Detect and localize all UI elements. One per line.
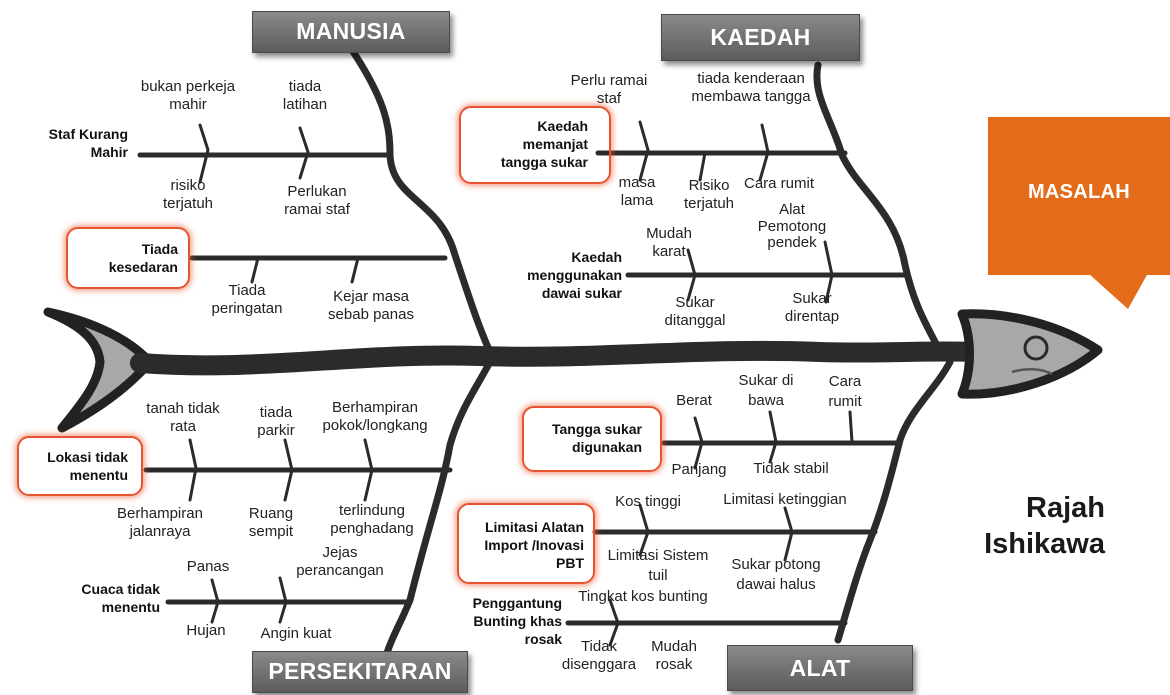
highlight-kaedah-memanjat: [459, 106, 611, 184]
tick: [198, 123, 210, 184]
highlight-tiada-kesedaran: [66, 227, 190, 289]
category-manusia: MANUSIA: [252, 11, 450, 53]
tick: [363, 438, 374, 502]
highlight-tangga-sukar: [522, 406, 662, 472]
fish-eye: [1023, 335, 1049, 361]
tick: [638, 120, 650, 182]
sub-angin-kuat: Angin kuat: [260, 625, 332, 642]
tick: [250, 256, 260, 284]
bone-alat: [834, 358, 954, 644]
sub-kos-tinggi: Kos tinggi: [615, 493, 681, 510]
tick: [608, 598, 620, 647]
tick: [210, 578, 220, 624]
tick: [283, 438, 294, 502]
highlight-lokasi-tidak-menentu: [17, 436, 143, 496]
fish-spine: [130, 340, 985, 376]
sub-tidak-stabil: Tidak stabil: [753, 460, 829, 477]
fish-head: [957, 309, 1103, 399]
category-persekitaran: PERSEKITARAN: [252, 651, 468, 693]
sub-tingkat-kos-bunting: Tingkat kos bunting: [578, 588, 708, 605]
tick: [823, 240, 834, 304]
diagram-title: Rajah Ishikawa: [950, 490, 1105, 562]
highlight-limitasi-alatan: [457, 503, 595, 584]
tick: [768, 410, 778, 464]
tick: [278, 576, 288, 624]
category-kaedah: KAEDAH: [661, 14, 860, 61]
sub-hujan: Hujan: [186, 622, 226, 639]
sub-panas: Panas: [186, 558, 230, 575]
problem-callout-tail: [1088, 273, 1148, 309]
sub-berat: Berat: [676, 392, 712, 409]
bone-manusia: [348, 46, 494, 356]
sub-limitasi-ketinggian: Limitasi ketinggian: [723, 491, 847, 508]
fish-mouth: [1011, 368, 1053, 376]
category-alat: ALAT: [727, 645, 913, 691]
sub-cara-rumit: Cara rumit: [743, 175, 814, 192]
tick: [698, 151, 707, 182]
title-line-2: Ishikawa: [984, 528, 1105, 560]
tick: [188, 438, 198, 502]
tick: [686, 248, 697, 302]
sub-panjang: Panjang: [671, 461, 727, 478]
tick: [350, 256, 360, 284]
tick: [848, 410, 854, 444]
tick: [783, 506, 794, 562]
bone-persekitaran: [381, 358, 494, 664]
tick: [298, 126, 310, 180]
tick: [693, 416, 704, 470]
bone-kaedah: [813, 61, 944, 356]
tick: [638, 503, 650, 557]
problem-label: MASALAH: [988, 117, 1170, 275]
tick: [758, 123, 770, 182]
title-line-1: Rajah: [1026, 492, 1105, 524]
fish-tail: [43, 307, 155, 433]
problem-box: MASALAH: [988, 117, 1170, 309]
